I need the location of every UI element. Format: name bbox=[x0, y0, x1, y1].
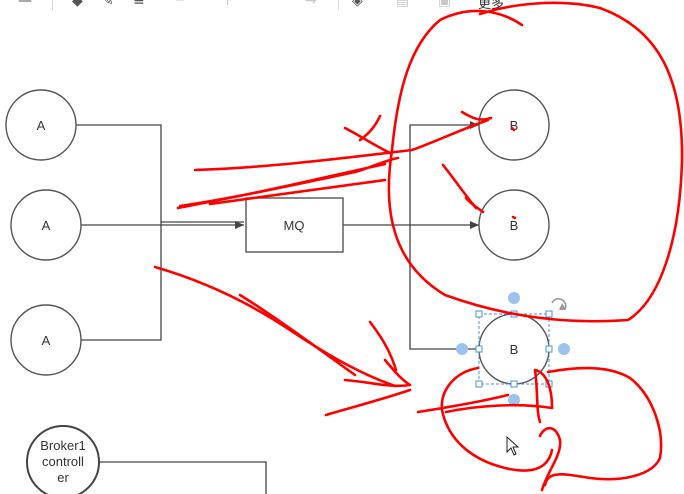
node-b1[interactable]: B bbox=[478, 89, 550, 161]
connector-mq-b3[interactable] bbox=[409, 225, 478, 350]
toolbar-separator bbox=[52, 0, 53, 10]
resize-handle[interactable] bbox=[475, 380, 483, 388]
connector-a3-mq[interactable] bbox=[78, 222, 162, 341]
connector-mq-b1[interactable] bbox=[409, 121, 479, 225]
line-style-icon[interactable]: ≡ bbox=[133, 0, 145, 9]
line-color-icon[interactable]: ✎ bbox=[102, 0, 114, 9]
annotation-to-b2 bbox=[441, 163, 485, 214]
resize-handle[interactable] bbox=[475, 345, 483, 353]
align-icon[interactable]: ▤ bbox=[396, 0, 410, 9]
node-a3[interactable]: A bbox=[10, 304, 82, 376]
node-b2-label: B bbox=[510, 218, 519, 233]
resize-handle[interactable] bbox=[510, 380, 518, 388]
node-a1-label: A bbox=[37, 118, 46, 133]
red-annotations bbox=[153, 1, 684, 492]
node-a2-label: A bbox=[42, 218, 51, 233]
toolbar: — ◆ ✎ ≡ ┈ ↱ → ◈ ▤ ▣ 更多 bbox=[0, 0, 684, 12]
node-b3[interactable]: B bbox=[478, 313, 550, 385]
connector-a1-mq[interactable] bbox=[76, 124, 162, 222]
node-b1-label: B bbox=[510, 118, 519, 133]
rotate-icon[interactable] bbox=[551, 298, 567, 310]
connector-broker[interactable] bbox=[98, 461, 267, 494]
layers-icon[interactable]: ◈ bbox=[352, 0, 363, 9]
more-menu-button[interactable]: 更多 bbox=[478, 0, 505, 11]
node-a3-label: A bbox=[42, 333, 51, 348]
annotation-dot-b2 bbox=[511, 215, 517, 220]
annotation-lines-to-b1 bbox=[193, 110, 493, 172]
annotation-large-loop bbox=[387, 1, 684, 323]
connect-handle[interactable] bbox=[508, 394, 520, 406]
node-mq-label: MQ bbox=[284, 218, 305, 233]
connect-handle[interactable] bbox=[456, 343, 468, 355]
annotation-dot-b1 bbox=[510, 126, 516, 132]
connectors bbox=[76, 121, 479, 494]
node-a2[interactable]: A bbox=[10, 189, 82, 261]
broker-label-line2: controll bbox=[42, 454, 84, 469]
annotation-lower-loop bbox=[416, 366, 554, 472]
arrow-icon[interactable]: → bbox=[305, 0, 317, 9]
annotation-right-loop bbox=[538, 366, 663, 492]
broker-label-line3: er bbox=[57, 470, 69, 485]
node-b2[interactable]: B bbox=[478, 189, 550, 261]
connect-handle[interactable] bbox=[558, 343, 570, 355]
node-a1[interactable]: A bbox=[5, 89, 77, 161]
connect-handle[interactable] bbox=[508, 292, 520, 304]
annotation-under-a3 bbox=[324, 388, 412, 417]
node-mq[interactable]: MQ bbox=[245, 197, 344, 253]
mouse-cursor bbox=[506, 435, 520, 456]
node-broker[interactable]: Broker1 controll er bbox=[26, 425, 100, 494]
node-b3-label: B bbox=[510, 342, 519, 357]
dash-style-icon[interactable]: ┈ bbox=[176, 0, 185, 9]
group-icon[interactable]: ▣ bbox=[438, 0, 452, 9]
resize-handle[interactable] bbox=[545, 310, 553, 318]
waypoint-icon[interactable]: ↱ bbox=[224, 0, 236, 9]
resize-handle[interactable] bbox=[545, 345, 553, 353]
annotation-arrow-a3 bbox=[153, 265, 412, 388]
line-icon[interactable]: — bbox=[18, 0, 32, 9]
toolbar-separator bbox=[338, 0, 339, 10]
resize-handle[interactable] bbox=[475, 310, 483, 318]
annotation-scribble-mq bbox=[176, 156, 400, 210]
fill-color-icon[interactable]: ◆ bbox=[72, 0, 83, 9]
broker-label-line1: Broker1 bbox=[40, 438, 86, 453]
